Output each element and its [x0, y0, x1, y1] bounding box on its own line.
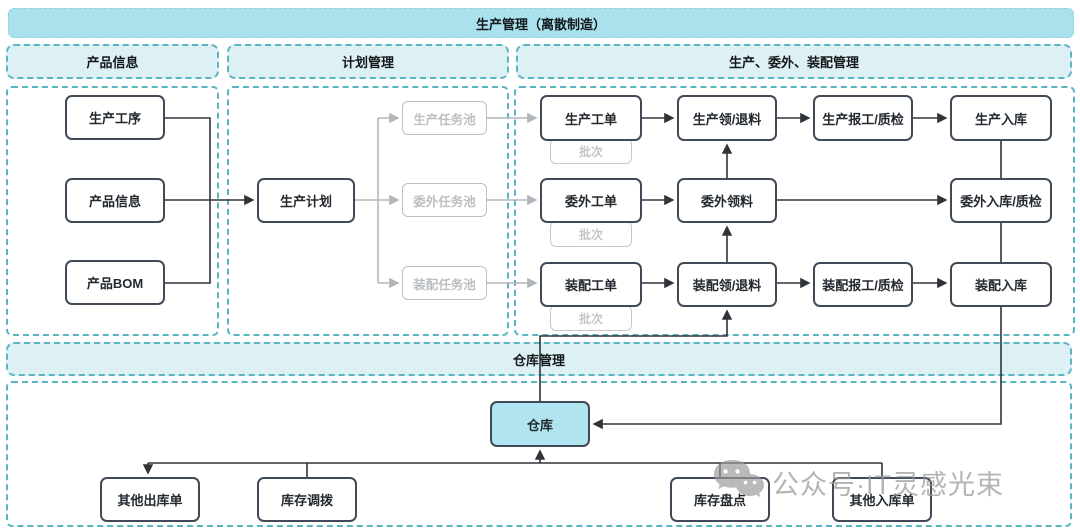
node-assembly-report-qc: 装配报工/质检	[813, 262, 913, 307]
node-production-order: 生产工单	[540, 95, 642, 141]
node-assembly-pick-return: 装配领/退料	[677, 262, 777, 307]
node-assembly-inbound: 装配入库	[950, 262, 1052, 307]
node-outsource-inbound-qc: 委外入库/质检	[950, 178, 1052, 223]
node-assembly-order: 装配工单	[540, 262, 642, 307]
page-title: 生产管理（离散制造）	[8, 8, 1074, 38]
node-other-outbound-order: 其他出库单	[100, 477, 200, 522]
node-production-plan: 生产计划	[257, 178, 355, 223]
node-outsource-order: 委外工单	[540, 178, 642, 223]
node-batch-assembly: 批次	[550, 305, 632, 331]
node-batch-outsource: 批次	[550, 221, 632, 247]
node-outsource-task-pool: 委外任务池	[402, 183, 487, 217]
section-header-execution: 生产、委外、装配管理	[516, 44, 1072, 79]
node-warehouse: 仓库	[490, 401, 590, 447]
node-assembly-task-pool: 装配任务池	[402, 266, 487, 300]
node-production-pick-return: 生产领/退料	[677, 95, 777, 141]
node-other-inbound-order: 其他入库单	[832, 477, 932, 522]
node-batch-production: 批次	[550, 138, 632, 164]
watermark-text: 公众号·IT灵感光束	[772, 470, 1004, 500]
watermark: 公众号·IT灵感光束	[712, 458, 1004, 507]
section-header-plan: 计划管理	[227, 44, 509, 79]
section-header-product-info: 产品信息	[6, 44, 219, 79]
node-production-inbound: 生产入库	[950, 95, 1052, 141]
node-production-process: 生产工序	[65, 95, 165, 140]
node-product-info: 产品信息	[65, 178, 165, 223]
node-production-report-qc: 生产报工/质检	[813, 95, 913, 141]
node-inventory-transfer: 库存调拨	[257, 477, 357, 522]
node-production-task-pool: 生产任务池	[402, 101, 487, 135]
node-product-bom: 产品BOM	[65, 260, 165, 305]
wechat-icon	[712, 458, 764, 507]
node-outsource-pick: 委外领料	[677, 178, 777, 223]
section-header-warehouse: 仓库管理	[6, 342, 1072, 376]
